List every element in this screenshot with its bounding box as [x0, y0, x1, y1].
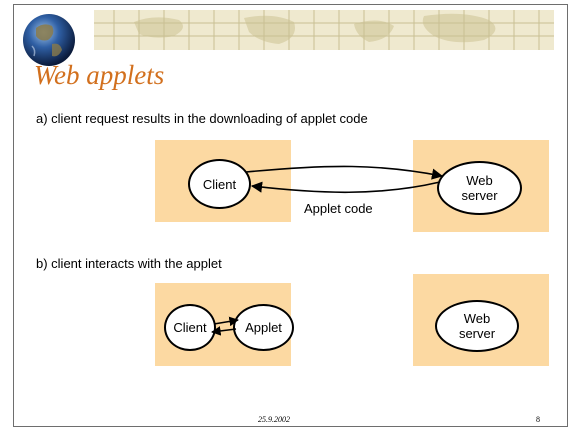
header-map-band — [94, 10, 554, 50]
footer-date: 25.9.2002 — [258, 415, 290, 424]
applet-code-arrow — [250, 181, 441, 194]
map-grid-decoration — [94, 10, 554, 50]
client-node-a: Client — [188, 159, 251, 209]
section-b-caption: b) client interacts with the applet — [36, 256, 222, 271]
applet-to-client-arrow — [211, 326, 237, 336]
globe-icon — [23, 14, 82, 66]
footer-page-number: 8 — [536, 415, 540, 424]
request-arrow — [245, 165, 444, 180]
server-node-a-label: Web server — [461, 173, 498, 203]
server-node-b-label: Web server — [458, 311, 496, 341]
applet-code-label: Applet code — [304, 201, 373, 216]
server-node-a: Web server — [437, 161, 522, 215]
client-to-applet-arrow — [213, 316, 239, 327]
applet-node-b: Applet — [233, 304, 294, 351]
server-node-b: Web server — [435, 300, 519, 352]
slide-frame — [13, 4, 568, 427]
section-a-caption: a) client request results in the downloa… — [36, 111, 368, 126]
slide-title: Web applets — [34, 60, 165, 90]
